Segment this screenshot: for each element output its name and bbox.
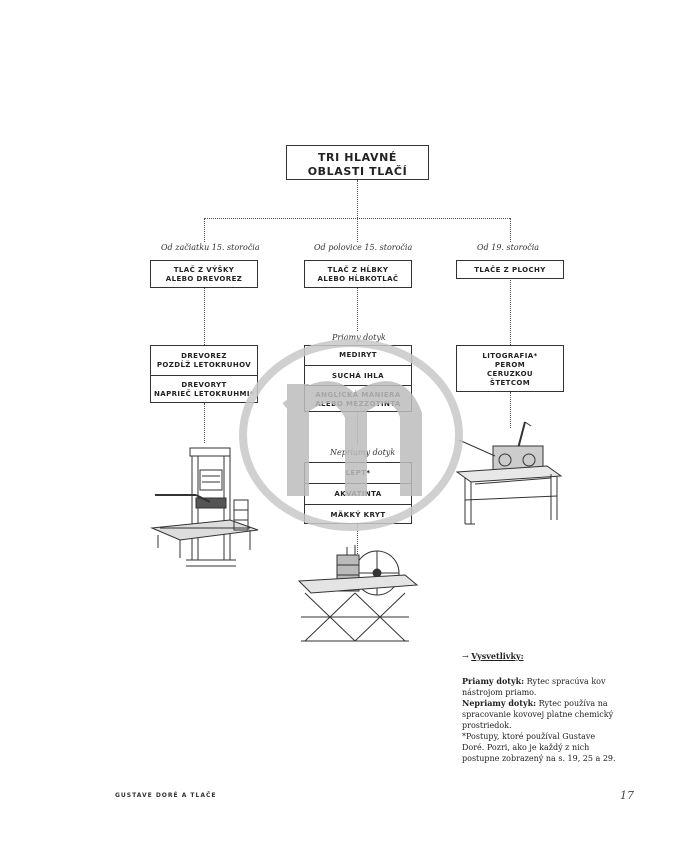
connector-mid-col <box>357 218 358 242</box>
footer-running-title: GUSTAVE DORÉ A TLAČE <box>115 792 217 799</box>
planographic-line4: ŠTETCOM <box>489 379 531 387</box>
watermark-logo-icon <box>239 339 463 531</box>
legend-direct-term: Priamy dotyk: <box>462 676 525 686</box>
connector-mid-down <box>357 287 358 331</box>
relief-technique-2-line2: NAPRIEČ LETOKRUHMI* <box>154 390 254 398</box>
direct-technique-1: MEDIRYT <box>305 346 411 365</box>
heading-planographic-line1: TLAČE Z PLOCHY <box>474 266 546 274</box>
main-title-line1: TRI HLAVNÉ <box>317 151 398 164</box>
legend-indirect-text: Rytec používa na spracovanie kovovej pla… <box>462 699 614 730</box>
relief-technique-1: DREVOREZ POZDĹŽ LETOKRUHOV <box>151 346 257 375</box>
planographic-techniques-box: LITOGRAFIA* PEROM CERUZKOU ŠTETCOM <box>456 345 564 392</box>
relief-techniques-box: DREVOREZ POZDĹŽ LETOKRUHOV DREVORYT NAPR… <box>150 345 258 403</box>
connector-right-down <box>510 278 511 345</box>
legend-heading: → Vysvetlivky: <box>462 651 662 662</box>
planographic-line1: LITOGRAFIA* <box>482 352 538 360</box>
legend-indirect: Nepriamy dotyk: Rytec používa na spracov… <box>462 698 642 731</box>
connector-left-press <box>204 403 205 443</box>
connector-title-down <box>357 180 358 218</box>
main-title-line2: OBLASTI TLAČÍ <box>307 165 408 178</box>
direct-technique-2: SUCHÁ IHLA <box>305 365 411 386</box>
relief-technique-2-line1: DREVORYT <box>181 381 227 389</box>
legend-title: Vysvetlivky: <box>471 651 524 661</box>
planographic-line3: CERUZKOU <box>486 370 533 378</box>
legend-direct: Priamy dotyk: Rytec spracúva kov nástroj… <box>462 676 642 698</box>
indirect-technique-3-label: MÄKKÝ KRYT <box>330 510 386 519</box>
period-label-planographic: Od 19. storočia <box>477 243 540 252</box>
litho-press-icon <box>455 421 563 525</box>
legend-arrow-icon: → <box>462 652 469 661</box>
heading-intaglio-line2: ALEBO HĹBKOTLAČ <box>317 275 399 283</box>
indirect-technique-3: MÄKKÝ KRYT <box>305 504 411 525</box>
legend-indirect-term: Nepriamy dotyk: <box>462 698 537 708</box>
period-label-relief: Od začiatku 15. storočia <box>161 243 260 252</box>
legend-note: *Postupy, ktoré používal Gustave Doré. P… <box>462 732 616 763</box>
heading-box-planographic: TLAČE Z PLOCHY <box>456 260 564 279</box>
planographic-line2: PEROM <box>494 361 526 369</box>
relief-technique-1-line1: DREVOREZ <box>181 351 227 360</box>
relief-technique-2: DREVORYT NAPRIEČ LETOKRUHMI* <box>151 375 257 404</box>
connector-right-press <box>510 392 511 428</box>
heading-relief-line2: ALEBO DREVOREZ <box>165 275 243 283</box>
legend-direct-text: Rytec spracúva kov nástrojom priamo. <box>462 677 606 697</box>
intaglio-press-icon <box>297 545 419 642</box>
main-title-box: TRI HLAVNÉ OBLASTI TLAČÍ <box>286 145 429 180</box>
heading-intaglio-line1: TLAČ Z HĹBKY <box>327 266 389 274</box>
direct-contact-label: Priamy dotyk <box>332 333 386 342</box>
heading-relief-line1: TLAČ Z VÝŠKY <box>173 266 235 274</box>
heading-box-relief: TLAČ Z VÝŠKY ALEBO DREVOREZ <box>150 260 258 288</box>
connector-left-down <box>204 287 205 345</box>
period-label-intaglio: Od polovice 15. storočia <box>314 243 413 252</box>
heading-box-intaglio: TLAČ Z HĹBKY ALEBO HĹBKOTLAČ <box>304 260 412 288</box>
relief-press-icon <box>150 447 259 567</box>
page-number: 17 <box>620 789 634 802</box>
connector-left-col <box>204 218 205 242</box>
connector-mid-press <box>357 524 358 554</box>
direct-technique-2-label: SUCHÁ IHLA <box>332 371 384 380</box>
direct-technique-1-label: MEDIRYT <box>339 351 377 359</box>
relief-technique-1-line2: POZDĹŽ LETOKRUHOV <box>156 360 252 369</box>
connector-right-col <box>510 218 511 242</box>
